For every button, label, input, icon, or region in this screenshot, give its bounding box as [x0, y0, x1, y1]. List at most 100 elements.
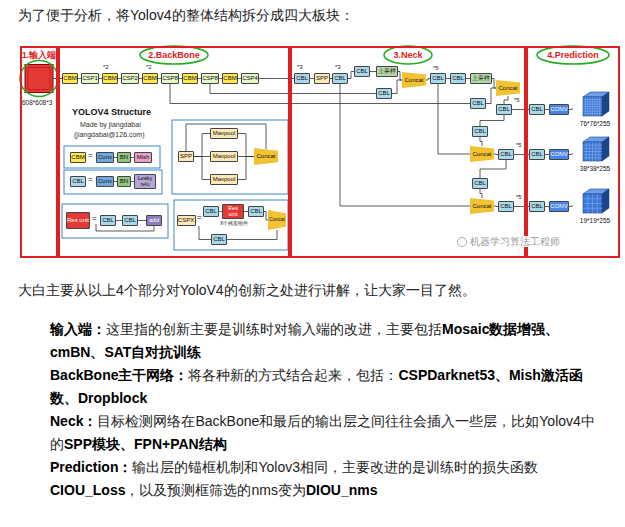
- tensor-cube-drawing: [573, 187, 617, 215]
- spp-block: SPP: [178, 151, 194, 162]
- connector: [194, 134, 210, 157]
- cbl-block: CBL: [529, 201, 545, 212]
- leaky-relu-block: Leaky relu: [134, 174, 156, 189]
- cube-grid: [595, 142, 596, 161]
- block-label: Maxpool: [213, 130, 236, 136]
- cube-side: [602, 92, 609, 116]
- tensor-shape: 38*38*255: [580, 166, 610, 173]
- cbl-block: CBL: [248, 206, 264, 217]
- block-label: CBM: [63, 75, 76, 81]
- connector: [480, 160, 506, 178]
- block-label: CSPX: [178, 217, 194, 223]
- block-label: SPP: [316, 75, 328, 81]
- block-label: CBL: [334, 75, 346, 81]
- block-label: CBL: [102, 217, 114, 223]
- equals-sign: =: [88, 176, 93, 185]
- tensor-cube-drawing: [573, 135, 617, 163]
- cube-grid: [583, 157, 602, 158]
- cbm-legend-panel: [64, 146, 160, 168]
- connector: [238, 157, 254, 180]
- bullet-item: BackBone主干网络：将各种新的方式结合起来，包括：CSPDarknet53…: [50, 364, 606, 410]
- annotation-circle: [537, 46, 609, 64]
- cube-grid: [583, 108, 602, 109]
- annotation-circle: [384, 46, 432, 64]
- cbl-legend-panel: [64, 170, 162, 194]
- region-block: 1.输入端: [20, 46, 58, 258]
- cbl-block: CBL: [498, 149, 514, 160]
- block-label: Res unit: [223, 206, 243, 218]
- bullet-item: 输入端：这里指的创新主要是训练时对输入端的改进，主要包括Mosaic数据增强、c…: [50, 318, 606, 364]
- block-label: Maxpool: [213, 176, 236, 182]
- connector: [569, 109, 573, 111]
- cube-grid: [597, 194, 598, 213]
- cbl-block: CBL: [211, 234, 227, 245]
- block-label: Concat: [498, 85, 517, 91]
- block-label: Concat: [404, 77, 423, 83]
- spp-block: SPP: [314, 73, 330, 84]
- connector: [264, 212, 268, 221]
- region-block: 3.NeckCBLSPPCBLCBL上采样CBLConcatCBLCBL上采样C…: [290, 46, 526, 258]
- block-label: CBL: [452, 75, 464, 81]
- block-label: CBL: [356, 68, 368, 74]
- region-block: 2.BackBoneCBMCSP1CBMCSP2CBMCSP8CBMCSP8CB…: [58, 46, 290, 258]
- cbl-block: CBL: [529, 104, 545, 115]
- csp-block: CSP4: [241, 73, 259, 84]
- connector: [569, 206, 573, 208]
- connector: [227, 230, 277, 240]
- res-unit-block: Res unit: [222, 204, 244, 219]
- cbl-block: CBL: [472, 178, 488, 189]
- cube-grid: [583, 154, 602, 155]
- cube-grid: [598, 142, 599, 161]
- cbl-block: CBL: [203, 206, 219, 217]
- bullet-item: Neck：目标检测网络在BackBone和最后的输出层之间往往会插入一些层，比如…: [50, 410, 606, 456]
- legend-title: YOLOV4 Structure: [72, 108, 151, 118]
- block-label: CBL: [296, 75, 308, 81]
- region-title: 3.Neck: [393, 51, 422, 60]
- block-label: CBL: [378, 90, 390, 96]
- cbl-block: CBL: [450, 73, 466, 84]
- connector: [480, 189, 482, 198]
- cbl-block: CBL: [122, 215, 138, 226]
- watermark: 机器学习算法工程师: [470, 236, 560, 247]
- bn-block: BN: [117, 152, 131, 163]
- author-email: (jiangdabai@126.com): [74, 131, 145, 139]
- block-label: CONV: [550, 203, 567, 209]
- cube-grid: [583, 208, 602, 209]
- spp-bypass-wire: [186, 124, 266, 151]
- cbl-block: CBL: [376, 88, 392, 99]
- connector: [492, 79, 496, 89]
- add-block: add: [146, 215, 162, 226]
- block-label: CBL: [474, 180, 486, 186]
- connector: [392, 80, 402, 94]
- block-label: Concat: [472, 203, 491, 209]
- concat-trapezoid: Concat: [402, 72, 426, 88]
- spp-legend-panel: [172, 120, 288, 194]
- cube-side: [602, 137, 609, 161]
- block-label: CBL: [72, 178, 84, 184]
- repeat-count: *2: [146, 64, 152, 71]
- region-block: 4.PredictionCBLCONV76*76*255CBLCONV38*38…: [526, 46, 620, 258]
- bold-term: Prediction：: [50, 459, 132, 475]
- cbl-block: CBL: [294, 73, 310, 84]
- block-label: CSP1: [82, 75, 98, 81]
- block-label: CSP8: [162, 75, 178, 81]
- block-label: CBL: [531, 106, 543, 112]
- csp-block: CSP1: [81, 73, 99, 84]
- block-label: 上采样: [378, 68, 396, 74]
- description-text: 将各种新的方式结合起来，包括：: [188, 367, 398, 383]
- block-label: CSP8: [202, 75, 218, 81]
- concat-trapezoid: Concat: [470, 146, 494, 162]
- block-label: Conv: [98, 154, 112, 160]
- cbm-block: CBM: [102, 73, 118, 84]
- annotation-circle: [140, 46, 208, 64]
- cube-front: [583, 97, 602, 116]
- block-label: BN: [120, 154, 128, 160]
- cbl-block: CBL: [470, 98, 486, 109]
- block-label: Conv: [98, 178, 112, 184]
- block-label: CBL: [432, 75, 444, 81]
- component-note: X个残差组件: [220, 221, 248, 227]
- spp-block: CSPX: [177, 215, 196, 226]
- concat-trapezoid: Concat: [496, 80, 520, 96]
- repeat-count: *3: [297, 64, 303, 71]
